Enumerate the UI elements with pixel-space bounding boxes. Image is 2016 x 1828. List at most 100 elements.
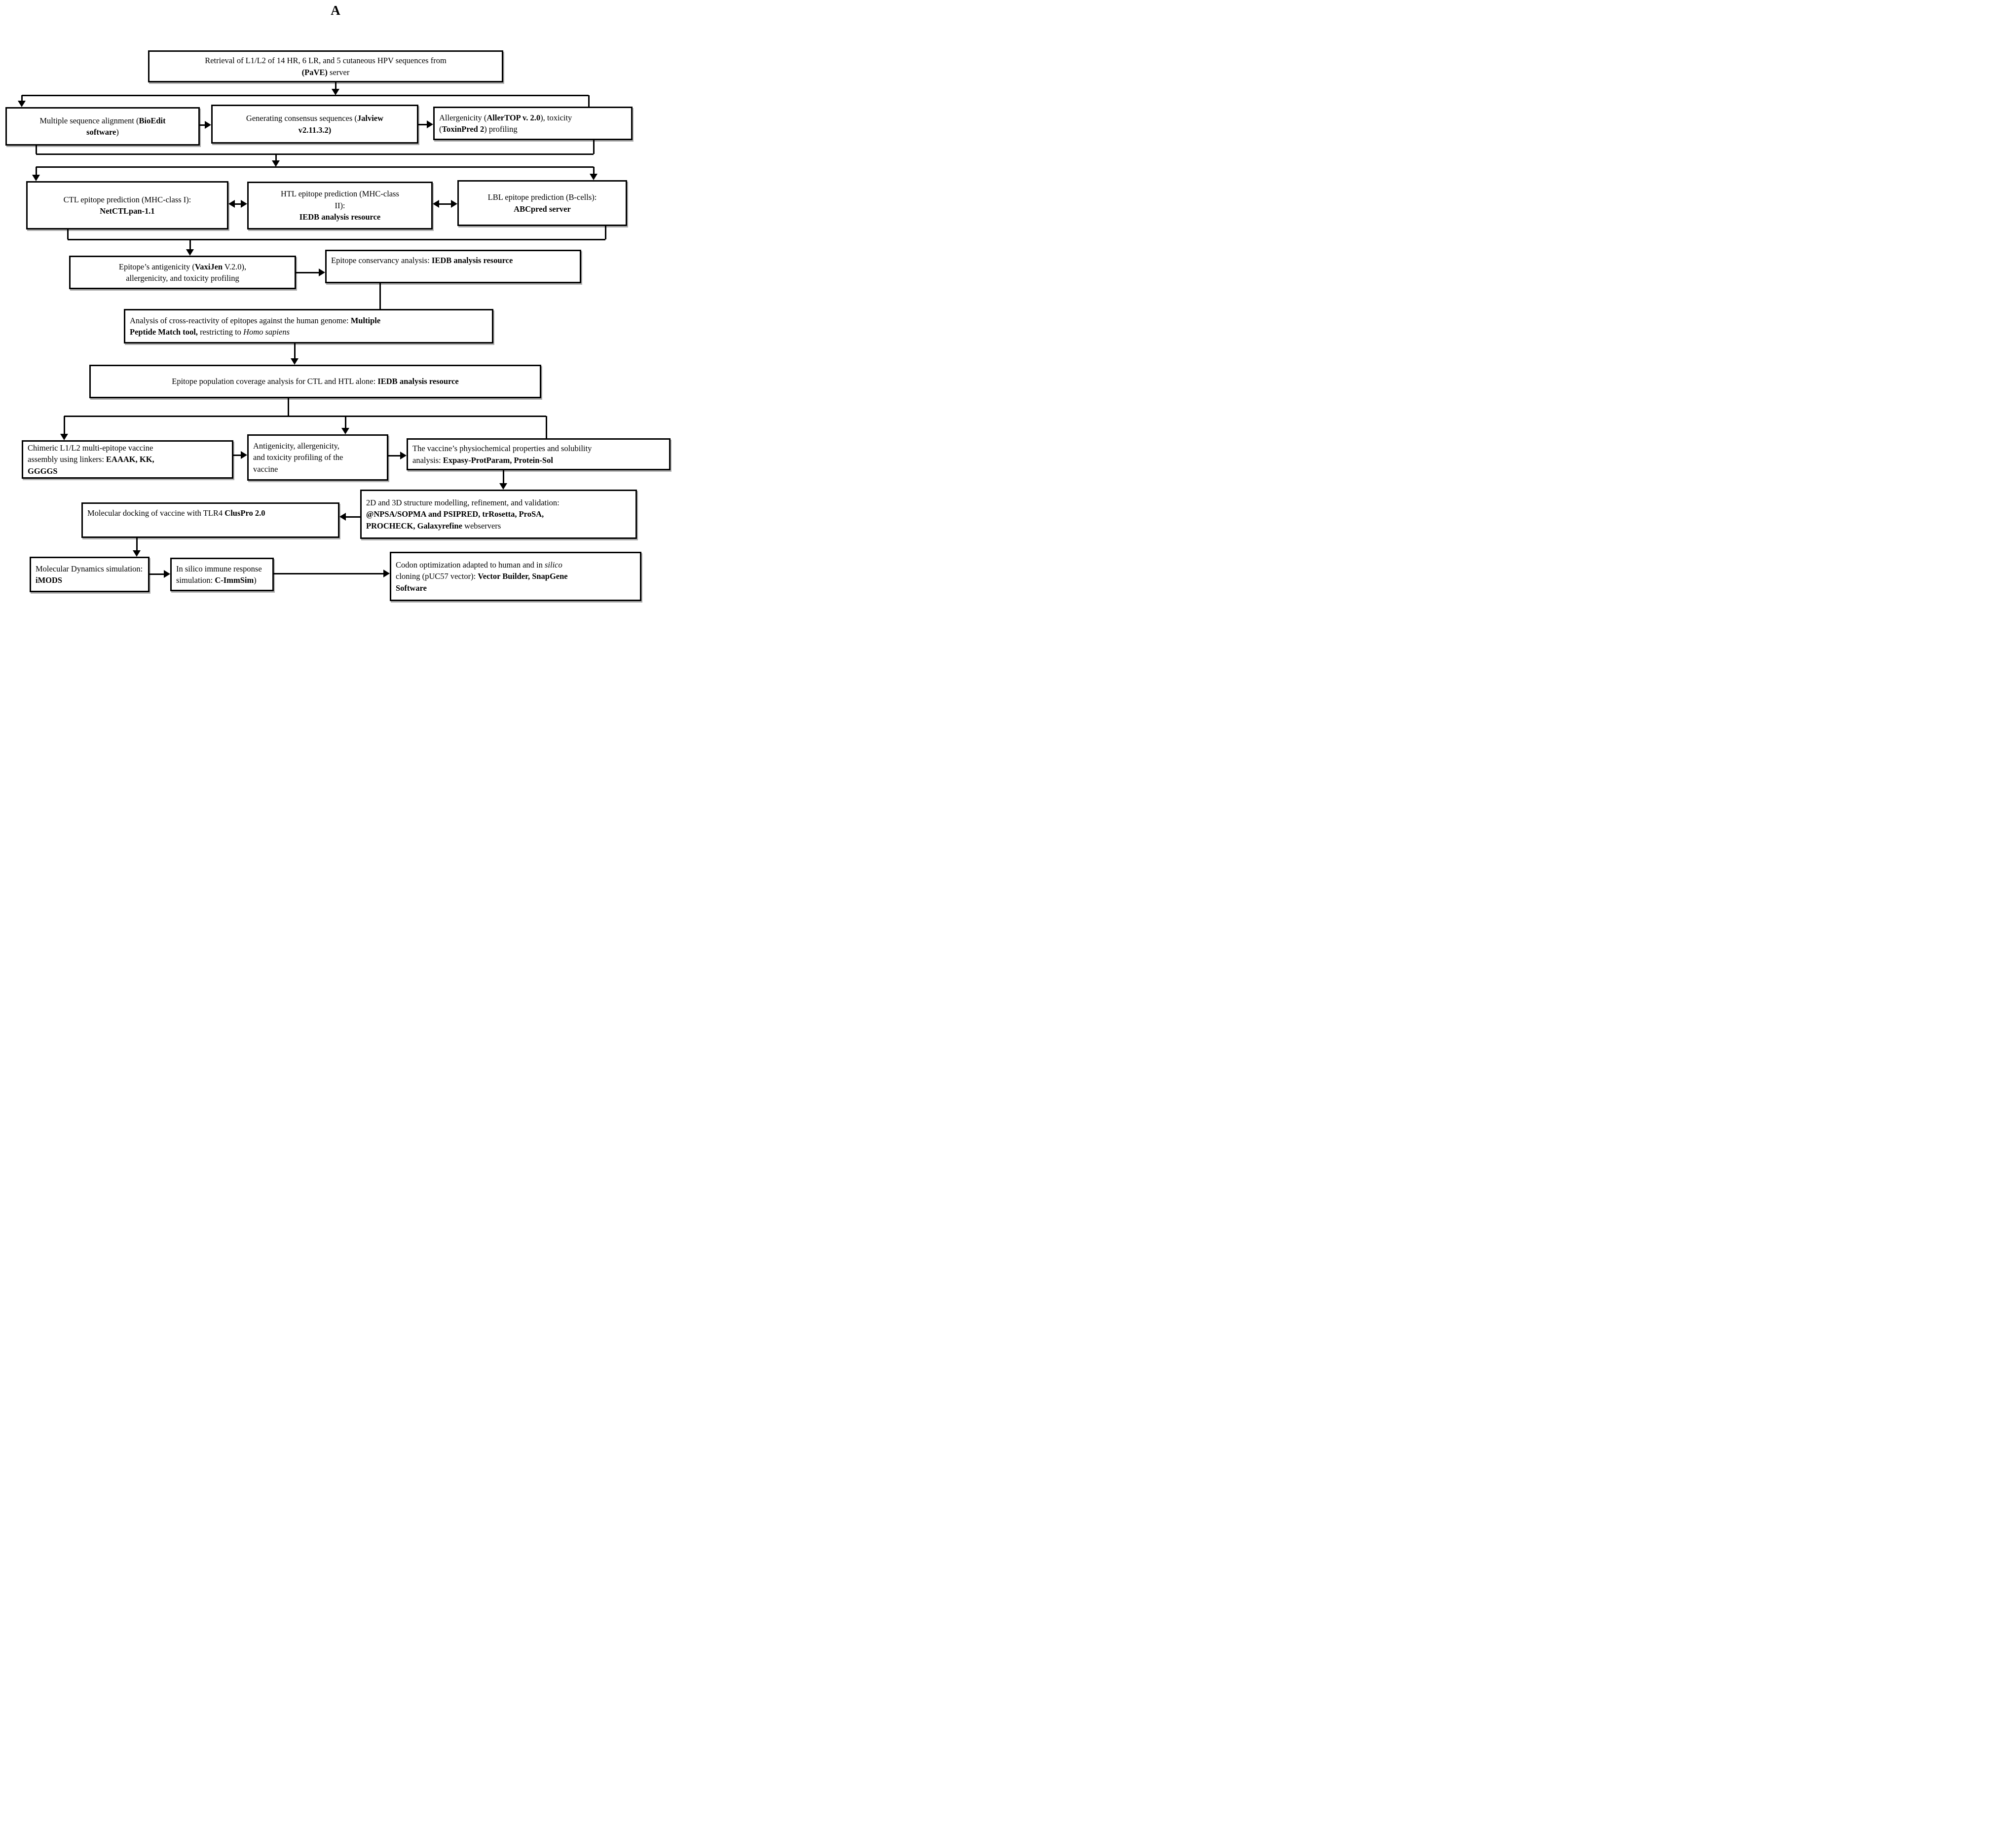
connector-branch1-to-msa bbox=[21, 95, 23, 101]
connector-retrieval-to-branch1 bbox=[335, 82, 336, 89]
connector-branch3 bbox=[64, 415, 546, 417]
connector-branch1-to-allergenicity bbox=[588, 95, 590, 107]
text-run: CTL epitope prediction (MHC-class I): bbox=[63, 194, 191, 204]
flow-box-conservancy: Epitope conservancy analysis: IEDB analy… bbox=[325, 250, 581, 283]
connector-immsim-to-codon bbox=[274, 572, 384, 574]
text-run: AllerTOP v. 2.0 bbox=[486, 113, 541, 122]
connector-cross-to-population bbox=[294, 343, 296, 359]
connector-ctl-htl-bidir-arrowhead-right bbox=[241, 200, 247, 208]
text-run: C-ImmSim bbox=[215, 575, 254, 585]
text-run: ) bbox=[116, 127, 119, 137]
connector-consensus-to-allergenicity-arrowhead-right bbox=[427, 120, 433, 128]
figure-panel-label: A bbox=[331, 3, 340, 18]
connector-feed-to-ctl bbox=[35, 167, 37, 175]
flow-box-text-line: The vaccine’s physiochemical properties … bbox=[412, 443, 665, 454]
flow-box-text-line: Retrieval of L1/L2 of 14 HR, 6 LR, and 5… bbox=[154, 55, 497, 66]
connector-allergenicity-down bbox=[593, 140, 595, 154]
text-run: software bbox=[86, 127, 116, 137]
flow-box-text-line: Molecular Dynamics simulation: bbox=[36, 563, 144, 574]
flow-box-text-line: Peptide Match tool, restricting to Homo … bbox=[130, 326, 487, 338]
flow-box-text-line: @NPSA/SOPMA and PSIPRED, trRosetta, ProS… bbox=[366, 508, 631, 520]
text-run: Jalview bbox=[357, 114, 384, 123]
connector-branch1 bbox=[22, 94, 589, 96]
flow-box-codon: Codon optimization adapted to human and … bbox=[390, 552, 641, 601]
connector-feed-to-lbl-arrowhead-down bbox=[590, 174, 597, 180]
text-run: Epitope population coverage analysis for… bbox=[172, 377, 378, 386]
connector-physiochemical-to-modelling bbox=[502, 470, 504, 484]
text-run: Multiple sequence alignment ( bbox=[39, 115, 139, 125]
flow-box-text-line: Epitope conservancy analysis: IEDB analy… bbox=[331, 255, 575, 266]
flow-box-text-line: Antigenicity, allergenicity, bbox=[253, 440, 382, 452]
connector-msa-to-consensus-arrowhead-right bbox=[205, 121, 211, 129]
flow-box-text-line: and toxicity profiling of the bbox=[253, 452, 382, 463]
connector-imods-to-immsim-arrowhead-right bbox=[164, 570, 170, 578]
connector-ctl-htl-bidir-arrowhead-left bbox=[228, 200, 235, 208]
text-run: VaxiJen bbox=[194, 262, 223, 271]
text-run: BioEdit bbox=[139, 115, 166, 125]
text-run: silico bbox=[545, 560, 562, 570]
connector-consensus-to-allergenicity bbox=[418, 123, 427, 125]
connector-branch3-to-profiling bbox=[344, 416, 346, 428]
text-run: cloning (pUC57 vector): bbox=[396, 571, 478, 581]
flow-box-text-line: 2D and 3D structure modelling, refinemen… bbox=[366, 497, 631, 508]
connector-modelling-to-docking bbox=[345, 516, 360, 518]
text-run: Molecular docking of vaccine with TLR4 bbox=[87, 508, 225, 518]
flow-box-text-line: (PaVE) server bbox=[154, 67, 497, 78]
connector-conservancy-down bbox=[379, 283, 381, 309]
text-run: Chimeric L1/L2 multi-epitope vaccine bbox=[28, 443, 153, 453]
connector-lbl-down bbox=[604, 226, 606, 239]
flow-box-ctl: CTL epitope prediction (MHC-class I):Net… bbox=[26, 181, 228, 229]
text-run: Generating consensus sequences ( bbox=[246, 114, 357, 123]
flowchart-figure: A Retrieval of L1/L2 of 14 HR, 6 LR, and… bbox=[0, 0, 672, 609]
flow-box-text-line: simulation: C-ImmSim) bbox=[176, 574, 268, 586]
text-run: GGGGS bbox=[28, 466, 58, 476]
connector-htl-lbl-bidir bbox=[439, 203, 451, 205]
flow-box-text-line: GGGGS bbox=[28, 465, 227, 477]
flow-box-docking: Molecular docking of vaccine with TLR4 C… bbox=[81, 502, 339, 538]
text-run: IEDB analysis resource bbox=[299, 212, 381, 222]
text-run: and toxicity profiling of the bbox=[253, 453, 343, 462]
flow-box-text-line: II): bbox=[253, 200, 427, 211]
flow-box-text-line: Software bbox=[396, 582, 635, 594]
flow-box-text-line: Molecular docking of vaccine with TLR4 C… bbox=[87, 507, 334, 519]
text-run: iMODS bbox=[36, 575, 63, 585]
text-run: Vector Builder, SnapGene bbox=[478, 571, 568, 581]
connector-branch3-to-chimeric bbox=[63, 416, 65, 434]
connector-branch3-to-physiochemical bbox=[545, 416, 547, 438]
text-run: Retrieval of L1/L2 of 14 HR, 6 LR, and 5… bbox=[205, 56, 447, 66]
connector-msa-to-consensus bbox=[200, 124, 205, 126]
flow-box-crossreactivity: Analysis of cross-reactivity of epitopes… bbox=[124, 309, 493, 343]
text-run: In silico immune response bbox=[176, 564, 262, 573]
connector-chimeric-to-profiling-arrowhead-right bbox=[241, 451, 247, 459]
text-run: Codon optimization adapted to human and … bbox=[396, 560, 545, 570]
text-run: Allergenicity ( bbox=[439, 113, 487, 122]
text-run: 2D and 3D structure modelling, refinemen… bbox=[366, 497, 560, 507]
text-run: allergenicity, and toxicity profiling bbox=[126, 273, 239, 283]
flow-box-text-line: Allergenicity (AllerTOP v. 2.0), toxicit… bbox=[439, 112, 627, 123]
flow-box-text-line: (ToxinPred 2) profiling bbox=[439, 123, 627, 135]
connector-branch1-to-msa-arrowhead-down bbox=[18, 101, 26, 107]
text-run: IEDB analysis resource bbox=[431, 256, 513, 265]
text-run: ABCpred server bbox=[514, 204, 571, 214]
flow-box-text-line: iMODS bbox=[36, 574, 144, 586]
text-run: Peptide Match tool, bbox=[130, 327, 198, 337]
text-run: LBL epitope prediction (B-cells): bbox=[487, 192, 597, 202]
text-run: analysis: bbox=[412, 455, 443, 465]
text-run: restricting to bbox=[197, 327, 244, 337]
flow-box-text-line: CTL epitope prediction (MHC-class I): bbox=[32, 194, 223, 205]
connector-feed-line bbox=[36, 166, 594, 168]
flow-box-text-line: Generating consensus sequences (Jalview bbox=[217, 113, 412, 124]
text-run: II): bbox=[335, 200, 345, 210]
flow-box-modelling: 2D and 3D structure modelling, refinemen… bbox=[360, 490, 637, 539]
text-run: ( bbox=[439, 124, 442, 134]
flow-box-text-line: Analysis of cross-reactivity of epitopes… bbox=[130, 315, 487, 326]
flow-box-text-line: LBL epitope prediction (B-cells): bbox=[463, 191, 621, 203]
flow-box-text-line: Codon optimization adapted to human and … bbox=[396, 559, 635, 571]
connector-feed-to-ctl-arrowhead-down bbox=[32, 175, 40, 181]
text-run: Expasy-ProtParam, Protein-Sol bbox=[443, 455, 553, 465]
connector-docking-to-imods-arrowhead-down bbox=[133, 550, 141, 557]
flow-box-lbl: LBL epitope prediction (B-cells): ABCpred… bbox=[457, 180, 627, 226]
text-run: assembly using linkers: bbox=[28, 455, 107, 464]
text-run: ToxinPred 2 bbox=[442, 124, 485, 134]
text-run: PROCHECK, Galaxyrefine bbox=[366, 521, 462, 531]
